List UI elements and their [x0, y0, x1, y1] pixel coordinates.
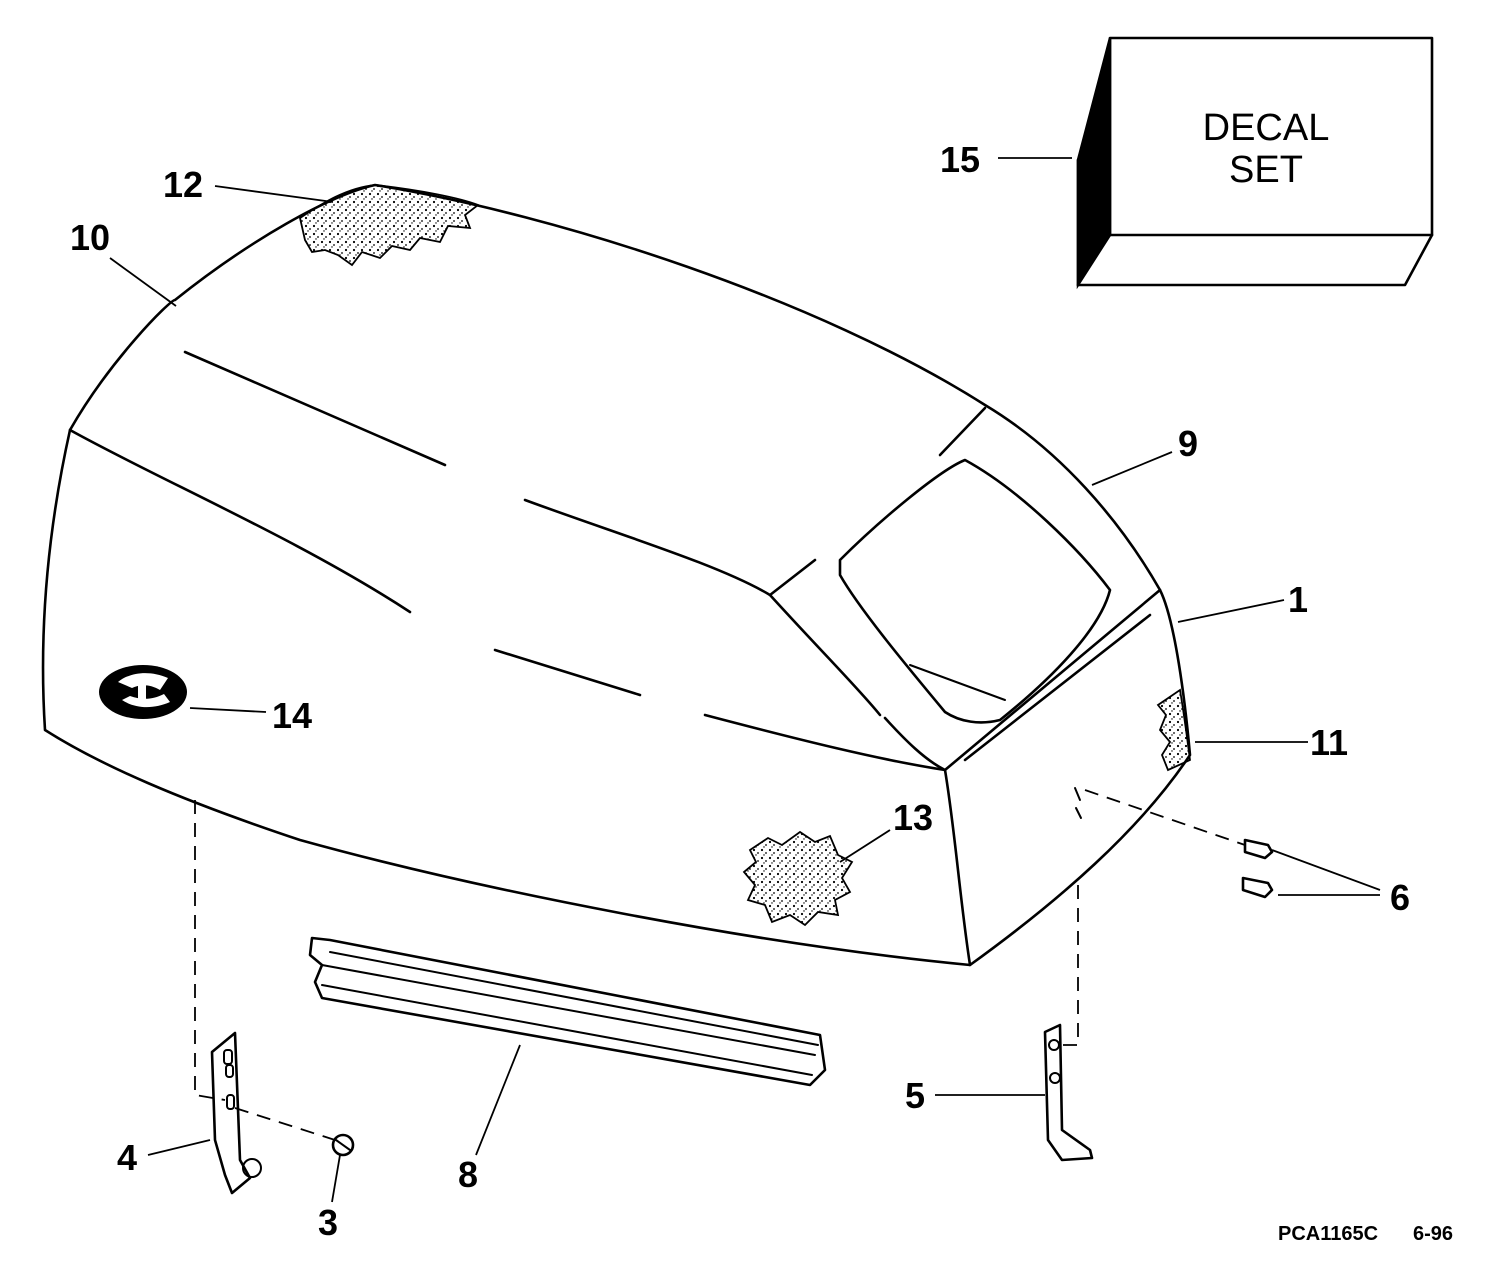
callout-1: 1: [1288, 579, 1308, 620]
left-bracket: [210, 1031, 262, 1195]
callout-12: 12: [163, 164, 203, 205]
callout-11: 11: [1310, 722, 1348, 763]
callout-6: 6: [1390, 877, 1410, 918]
callout-15: 15: [940, 139, 980, 180]
callout-3: 3: [318, 1202, 338, 1243]
callout-10: 10: [70, 217, 110, 258]
seal-strip: [308, 936, 827, 1087]
callout-4: 4: [117, 1137, 137, 1178]
callout-14: 14: [272, 695, 312, 736]
assembly-lines: [194, 787, 1246, 1141]
side-acoustic-patch: [1156, 688, 1191, 772]
decal-line-1: DECAL: [1203, 107, 1330, 149]
callout-8: 8: [458, 1154, 478, 1195]
screws-pair: [1241, 838, 1274, 899]
footer-code: PCA1165C: [1278, 1223, 1378, 1245]
leader-lines: [109, 157, 1381, 1203]
screw: [331, 1133, 355, 1157]
right-bracket: [1043, 1023, 1094, 1162]
emblem-decal: [99, 665, 187, 719]
decal-line-2: SET: [1229, 149, 1303, 191]
front-acoustic-patch: [742, 830, 854, 927]
motor-cover: [41, 183, 1192, 967]
callout-13: 13: [893, 797, 933, 838]
top-acoustic-patch: [298, 184, 480, 267]
footer-date: 6-96: [1413, 1223, 1453, 1245]
decal-set-box: [1076, 36, 1434, 290]
callout-5: 5: [905, 1075, 925, 1116]
callout-9: 9: [1178, 423, 1198, 464]
